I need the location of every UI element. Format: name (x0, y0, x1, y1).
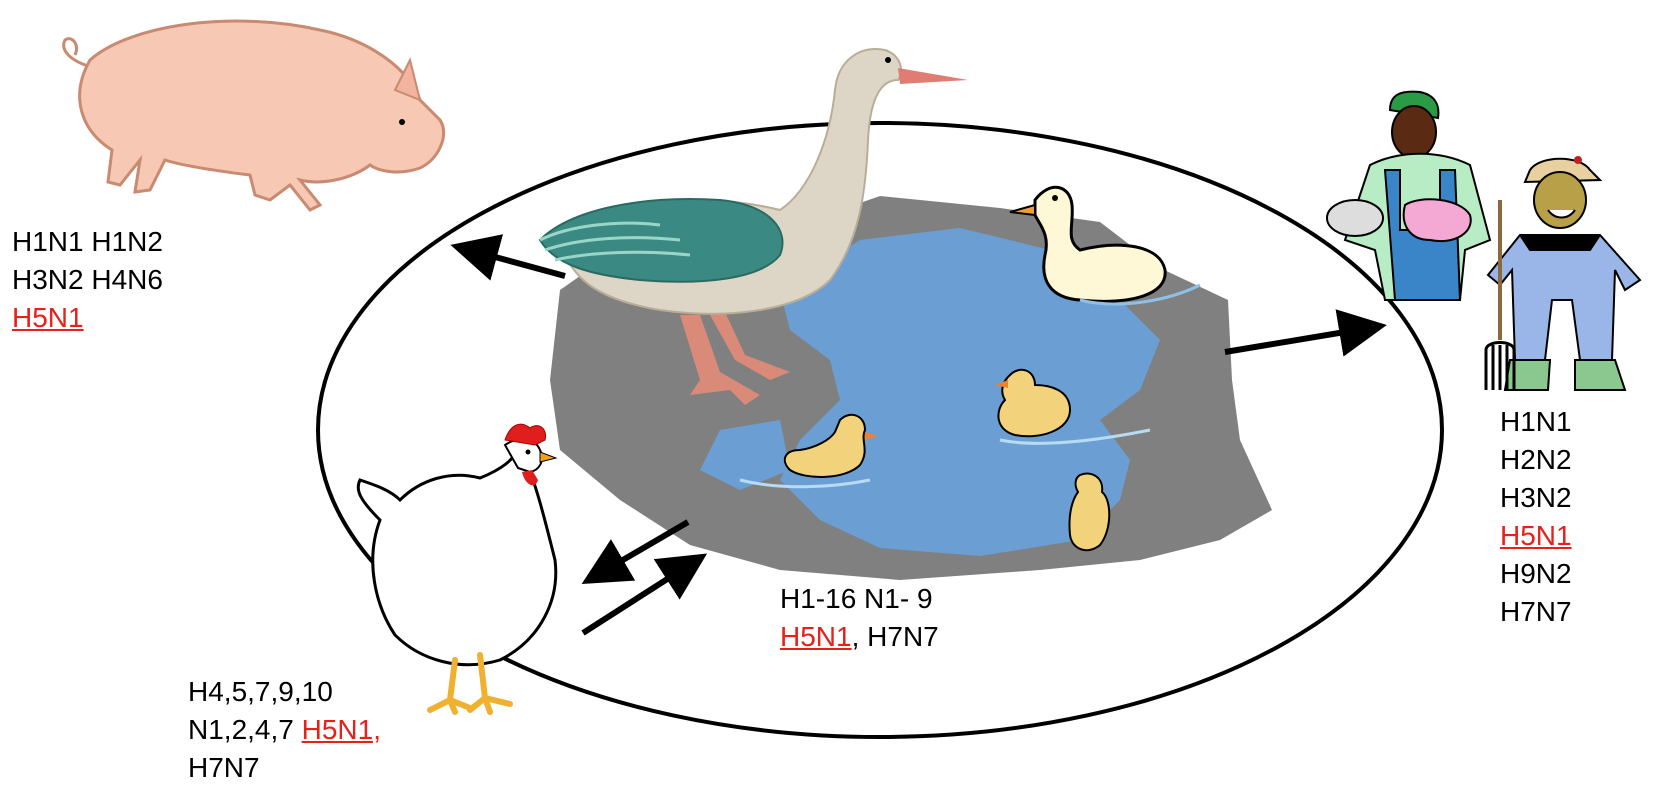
human-subtype: H1N1 (1500, 403, 1572, 441)
arrow-icon (1225, 327, 1375, 352)
poultry-subtype-h5n1: H5N1, (302, 714, 381, 745)
pig-subtype-h5n1: H5N1 (12, 302, 84, 333)
human-subtype: H2N2 (1500, 441, 1572, 479)
human-subtypes-label: H1N1 H2N2 H3N2 H5N1 H9N2 H7N7 (1500, 403, 1572, 631)
human-subtype-h5n1: H5N1 (1500, 520, 1572, 551)
farmer-icon (1327, 92, 1490, 300)
wild-bird-subtype-h5n1: H5N1 (780, 621, 852, 652)
human-subtype: H9N2 (1500, 555, 1572, 593)
boy-farmer-icon (1488, 156, 1640, 390)
arrow-icon (592, 522, 688, 578)
pig-subtypes-line-1: H1N1 H1N2 (12, 223, 163, 261)
wild-bird-subtype-h7n7: , H7N7 (852, 621, 939, 652)
human-subtype: H3N2 (1500, 479, 1572, 517)
pig-subtypes-line-2: H3N2 H4N6 (12, 261, 163, 299)
poultry-subtypes-line-2: N1,2,4,7 (188, 714, 302, 745)
pig-icon (64, 21, 444, 210)
pig-subtypes-label: H1N1 H1N2 H3N2 H4N6 H5N1 (12, 223, 163, 337)
wild-bird-subtypes-line-1: H1-16 N1- 9 (780, 580, 939, 618)
poultry-subtypes-line-1: H4,5,7,9,10 (188, 673, 381, 711)
poultry-subtypes-label: H4,5,7,9,10 N1,2,4,7 H5N1, H7N7 (188, 673, 381, 787)
human-subtype: H7N7 (1500, 593, 1572, 631)
wild-bird-subtypes-label: H1-16 N1- 9 H5N1, H7N7 (780, 580, 939, 656)
poultry-subtypes-line-3: H7N7 (188, 749, 381, 787)
